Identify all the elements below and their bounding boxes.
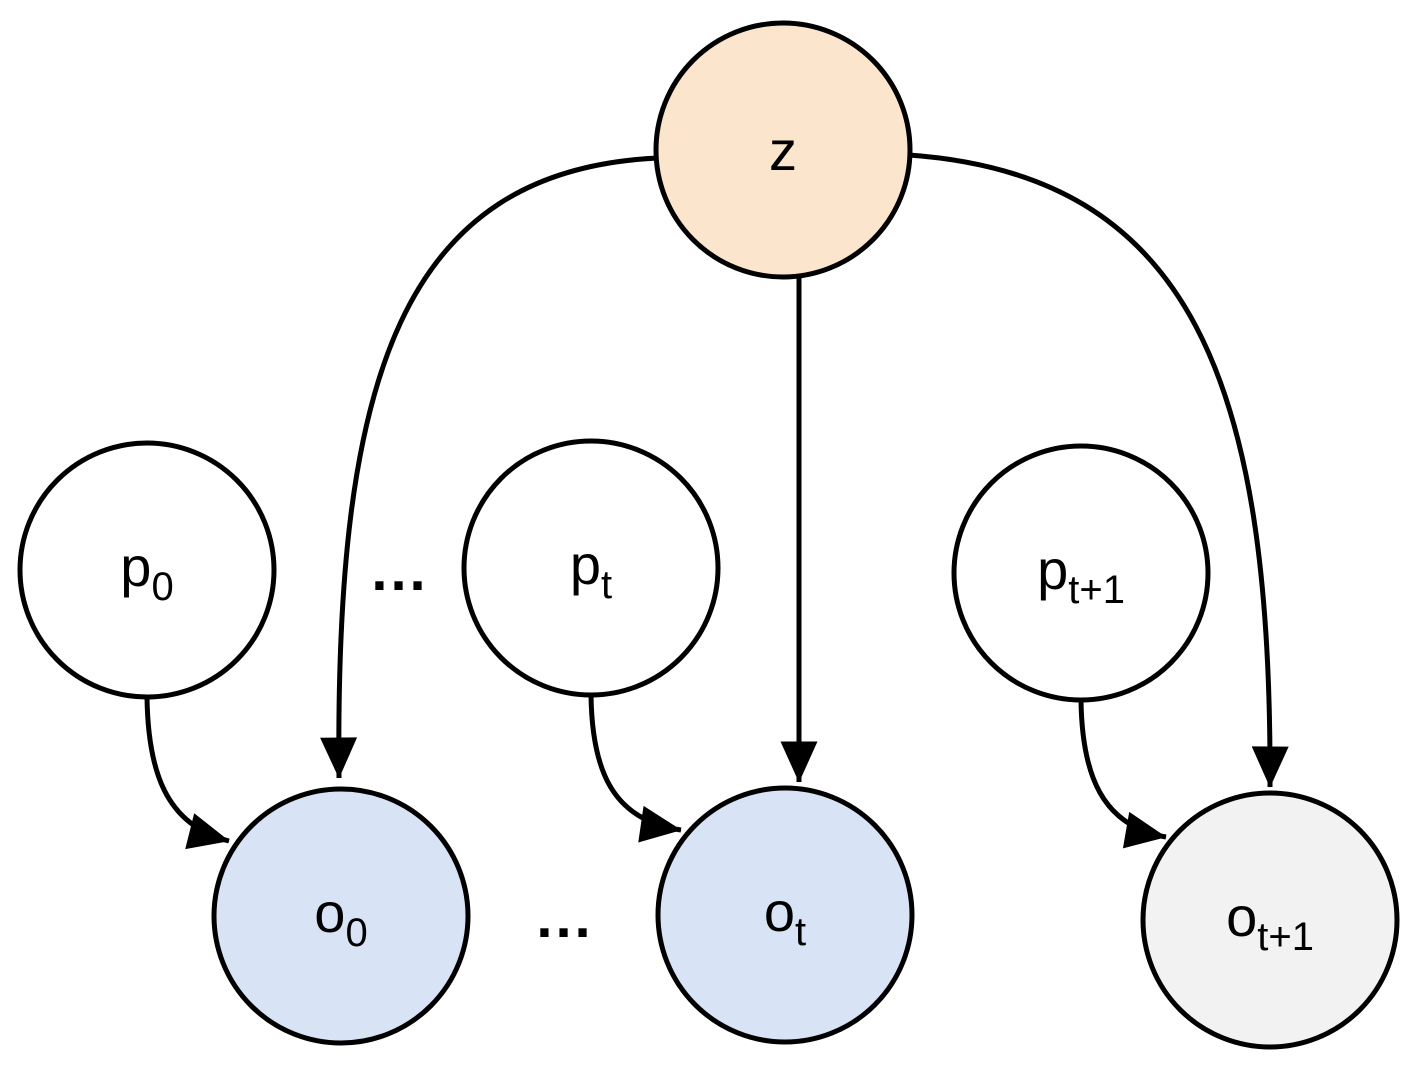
- node-o0-label: o0: [314, 881, 367, 955]
- node-ot-label: ot: [764, 880, 806, 954]
- edge-z-to-o0: [320, 155, 659, 779]
- node-z-label: z: [769, 119, 797, 182]
- node-ot1: ot+1: [1140, 790, 1400, 1050]
- node-ot1-label: ot+1: [1226, 885, 1314, 959]
- node-ot: ot: [655, 785, 915, 1045]
- edge-pt-to-ot: [588, 694, 682, 843]
- edge-p0-to-o0: [144, 696, 230, 850]
- node-z: z: [653, 20, 913, 280]
- node-o0-circle: [211, 786, 471, 1046]
- node-o0: o0: [211, 786, 471, 1046]
- edge-pt1-to-ot1: [1078, 699, 1167, 849]
- node-pt1: pt+1: [951, 443, 1211, 703]
- node-p0-circle: [17, 440, 277, 700]
- node-pt1-circle: [951, 443, 1211, 703]
- node-p0: p0: [17, 440, 277, 700]
- node-pt-circle: [461, 438, 721, 698]
- edge-z-to-ot1: [908, 152, 1289, 788]
- node-p0-label: p0: [120, 535, 173, 609]
- node-pt-label: pt: [570, 533, 612, 607]
- node-pt: pt: [461, 438, 721, 698]
- node-z-circle: [653, 20, 913, 280]
- ellipsis-top: ...: [371, 538, 428, 603]
- node-ot1-circle: [1140, 790, 1400, 1050]
- ellipsis-bottom: ...: [536, 885, 593, 950]
- node-ot-circle: [655, 785, 915, 1045]
- edge-layer: [144, 152, 1289, 850]
- node-pt1-label: pt+1: [1037, 538, 1125, 612]
